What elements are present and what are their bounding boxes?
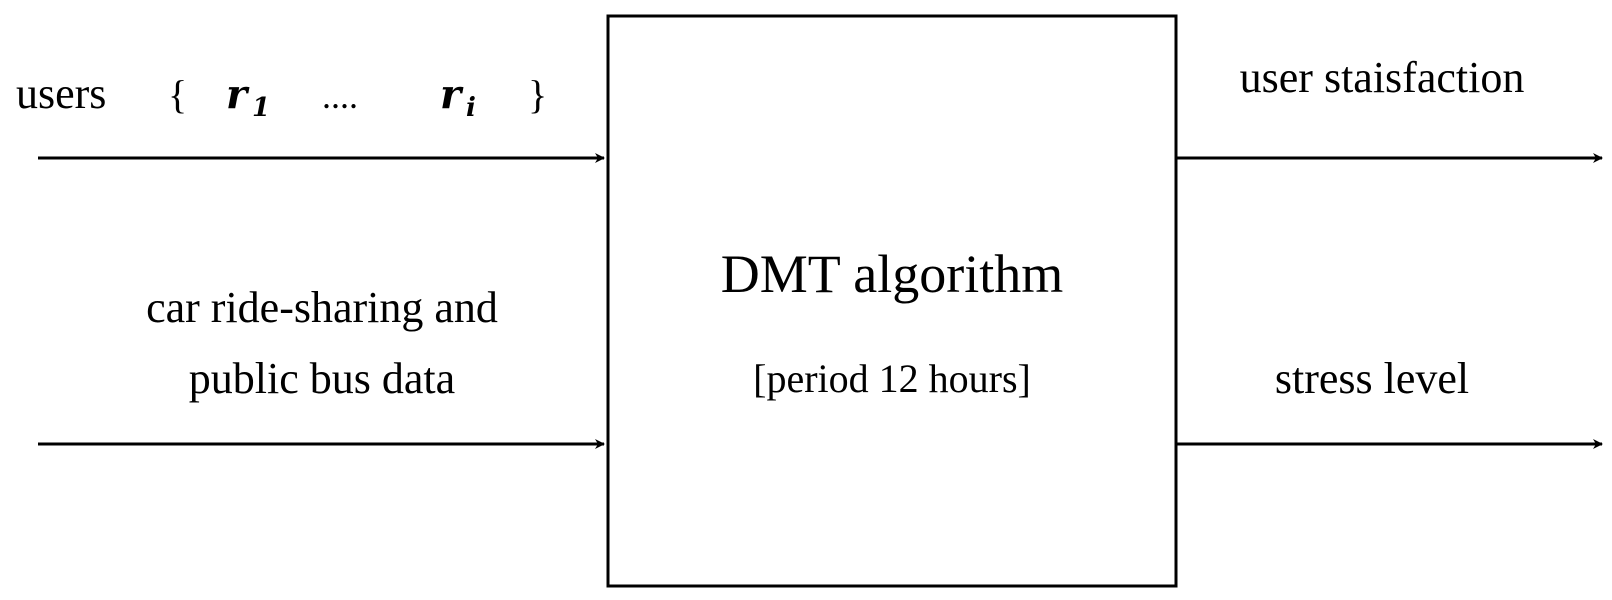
- users-label: users: [16, 69, 106, 118]
- users-last-variable: r: [440, 71, 464, 118]
- user-satisfaction-label: user staisfaction: [1240, 53, 1525, 102]
- data-label-line2: public bus data: [189, 354, 455, 403]
- input-users: users { r 1 .... r i }: [16, 69, 605, 163]
- output-user-satisfaction: user staisfaction: [1176, 53, 1603, 163]
- input-data: car ride-sharing and public bus data: [38, 283, 605, 449]
- data-label-line1: car ride-sharing and: [146, 283, 498, 332]
- users-first-subscript: 1: [252, 93, 270, 123]
- users-brace-open: {: [168, 72, 187, 117]
- users-last-subscript: i: [466, 93, 476, 123]
- users-first-variable: r: [226, 71, 250, 118]
- users-ellipsis: ....: [322, 76, 358, 116]
- stress-level-label: stress level: [1275, 354, 1469, 403]
- output-stress-level: stress level: [1176, 354, 1603, 449]
- process-subtitle: [period 12 hours]: [753, 356, 1031, 401]
- process-box: [606, 14, 1178, 588]
- process-title: DMT algorithm: [721, 244, 1063, 304]
- users-brace-close: }: [528, 72, 547, 117]
